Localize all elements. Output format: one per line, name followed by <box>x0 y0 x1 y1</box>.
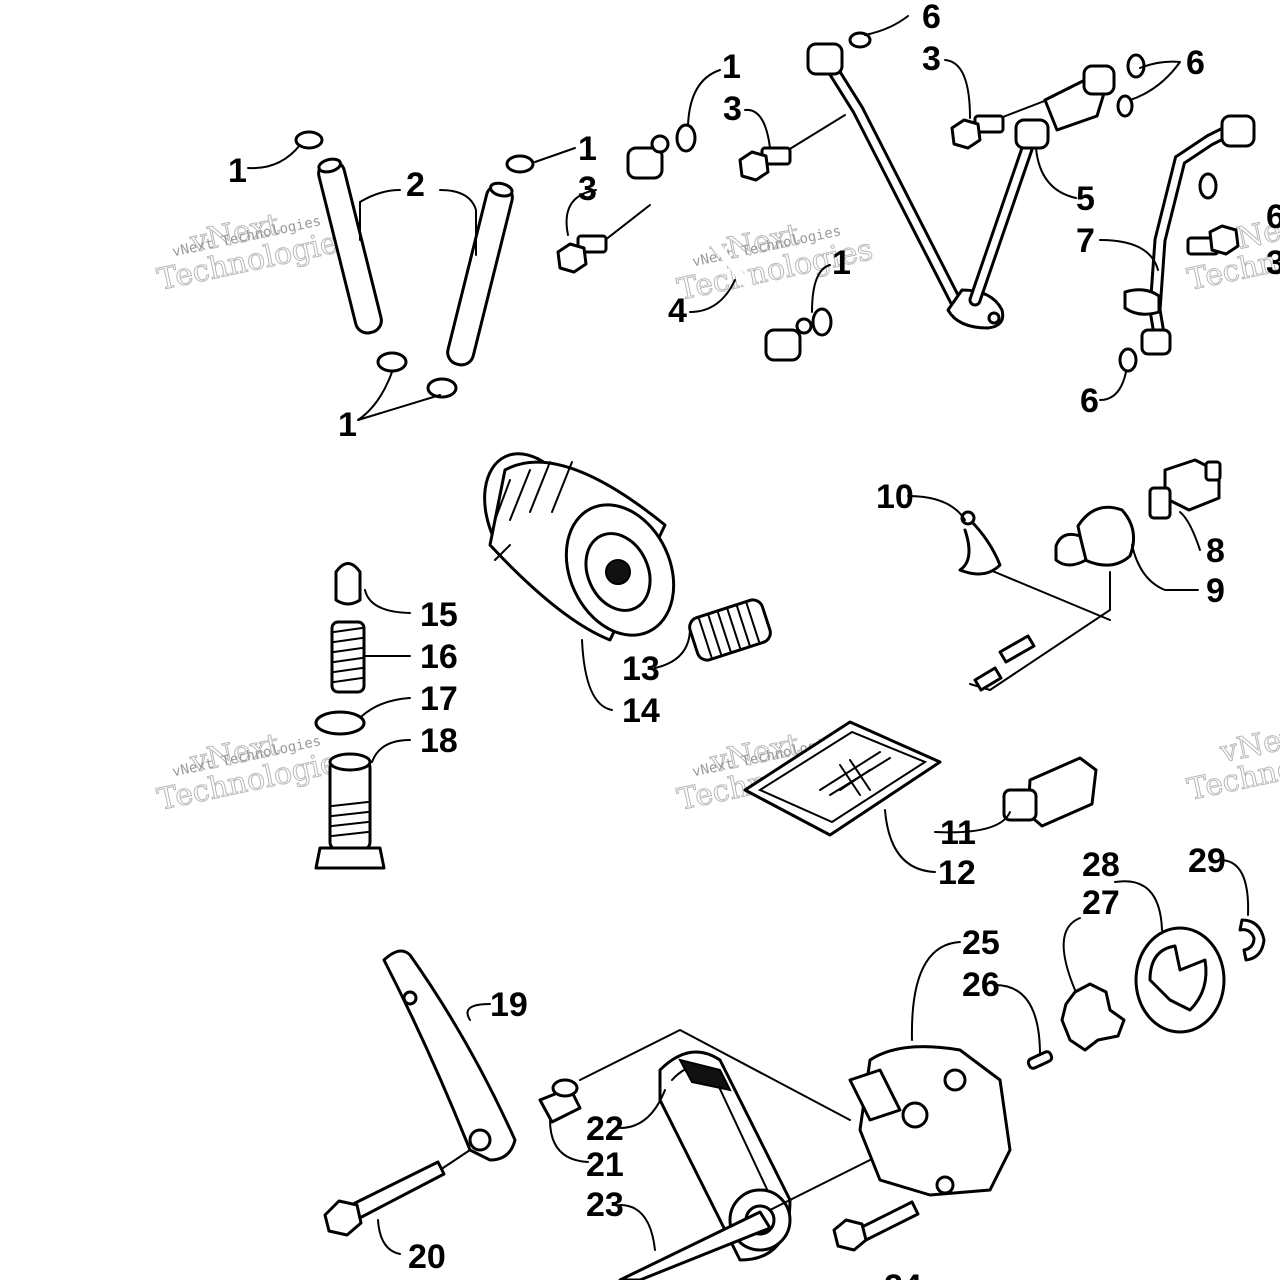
o-ring <box>376 351 408 373</box>
banjo-bolt <box>950 94 1061 150</box>
callout: 13 <box>622 650 660 688</box>
callout: 15 <box>420 596 458 634</box>
watermark: vNext Technologies <box>1184 717 1280 809</box>
oil-line-4 <box>626 134 813 362</box>
callout: 29 <box>1188 842 1226 880</box>
sensor-boot <box>1054 505 1136 567</box>
callout: 10 <box>876 478 914 516</box>
relief-valve-plug <box>314 752 386 870</box>
callout: 1 <box>228 152 247 190</box>
callout: 21 <box>586 1146 624 1184</box>
callout: 14 <box>622 692 660 730</box>
banjo-bolt <box>1186 224 1240 256</box>
oil-pump-body <box>848 1045 1012 1197</box>
callout: 19 <box>490 986 528 1024</box>
callout: 26 <box>962 966 1000 1004</box>
o-ring <box>314 710 366 736</box>
callout: 8 <box>1206 532 1225 570</box>
pump-shaft <box>618 1159 871 1280</box>
oil-pressure-switch <box>1148 458 1222 520</box>
o-ring <box>426 377 458 399</box>
o-ring <box>1198 172 1218 200</box>
callout: 18 <box>420 722 458 760</box>
inner-rotor <box>1060 982 1126 1052</box>
callout: 6 <box>1080 382 1099 420</box>
o-ring <box>811 307 833 337</box>
leader-lines <box>247 15 1250 1255</box>
callout: 17 <box>420 680 458 718</box>
o-ring <box>1116 94 1134 118</box>
callout: 24 <box>884 1268 922 1280</box>
relief-valve-cap <box>334 562 362 606</box>
callout: 12 <box>938 854 976 892</box>
oil-tube-left <box>317 157 383 335</box>
callout: 1 <box>832 244 851 282</box>
filter-spring <box>688 598 772 662</box>
oil-tube-right <box>446 181 514 367</box>
callout: 1 <box>578 130 597 168</box>
o-ring <box>1118 347 1138 373</box>
sensor-wire <box>969 569 1111 692</box>
callout: 11 <box>940 814 976 852</box>
callout: 4 <box>668 292 687 330</box>
oil-screen <box>743 720 942 837</box>
chain-guide <box>382 949 517 1162</box>
callout: 3 <box>1266 244 1280 282</box>
callout: 3 <box>922 40 941 78</box>
callout: 28 <box>1082 846 1120 884</box>
callout: 22 <box>586 1110 624 1148</box>
callout: 6 <box>1186 44 1205 82</box>
callout: 27 <box>1082 884 1120 922</box>
callout: 3 <box>578 170 597 208</box>
wire-clip <box>958 510 1002 576</box>
callout: 7 <box>1076 222 1095 260</box>
oil-line-5 <box>806 42 1116 330</box>
o-ring <box>848 31 872 49</box>
bushing <box>538 1078 582 1124</box>
callout: 16 <box>420 638 458 676</box>
callout: 2 <box>406 166 425 204</box>
callout: 5 <box>1076 180 1095 218</box>
o-ring <box>294 130 324 150</box>
callout: 1 <box>722 48 741 86</box>
watermark: vNext Technologies vNext Technologies <box>154 207 356 299</box>
callout: 6 <box>1266 198 1280 236</box>
assembly-line <box>579 1028 851 1121</box>
callout: 23 <box>586 1186 624 1224</box>
callout: 20 <box>408 1238 446 1276</box>
o-ring <box>675 123 697 153</box>
oil-filter <box>483 452 676 642</box>
fitting <box>1002 756 1098 828</box>
drive-pin <box>1026 1050 1054 1070</box>
relief-spring <box>330 620 366 694</box>
snap-ring <box>1238 918 1266 962</box>
callout: 3 <box>723 90 742 128</box>
banjo-bolt <box>556 204 651 274</box>
callout: 25 <box>962 924 1000 962</box>
o-ring <box>1126 53 1146 79</box>
pivot-bolt <box>323 1149 471 1237</box>
callout: 9 <box>1206 572 1225 610</box>
pump-mount-bolt <box>832 1200 920 1252</box>
oil-line-7 <box>1123 114 1256 356</box>
callout: 1 <box>338 406 357 444</box>
outer-rotor <box>1134 926 1226 1034</box>
banjo-bolt <box>738 114 846 182</box>
o-ring <box>505 154 535 174</box>
callout: 6 <box>922 0 941 36</box>
